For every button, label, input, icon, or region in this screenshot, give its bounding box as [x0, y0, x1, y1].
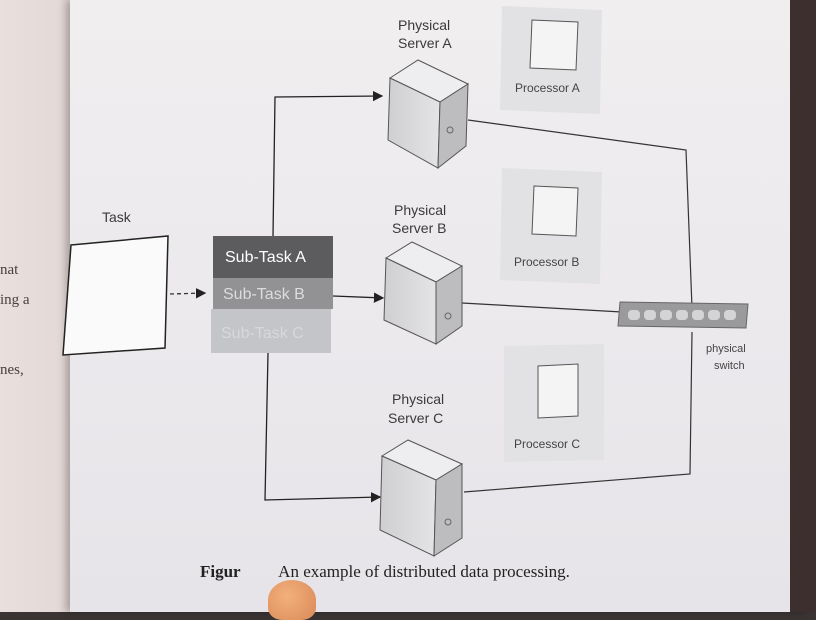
- subtask-stack: Sub-Task A Sub-Task B Sub-Task C: [211, 236, 333, 353]
- left-text-fragment: nat: [0, 262, 19, 278]
- arrow-to-server-a: [272, 90, 384, 237]
- figure-caption: Figur An example of distributed data pro…: [200, 562, 570, 582]
- server-c-label-line2: Server C: [388, 410, 443, 426]
- task-split-arrow: [169, 288, 207, 299]
- server-a-label-line2: Server A: [398, 35, 452, 51]
- left-text-fragment: nes,: [0, 362, 24, 378]
- task-label: Task: [102, 209, 132, 225]
- processor-a-label: Processor A: [515, 81, 580, 95]
- server-a-label-line1: Physical: [398, 17, 450, 33]
- caption-text: An example of distributed data processin…: [278, 562, 570, 581]
- subtask-a-block: [213, 236, 333, 278]
- subtask-b-block: [213, 278, 333, 309]
- processor-b-panel: Processor B: [500, 168, 602, 284]
- subtask-a-label: Sub-Task A: [225, 249, 306, 266]
- processor-a-panel: Processor A: [500, 6, 602, 114]
- arrow-to-server-b: [332, 292, 385, 303]
- arrow-to-server-c: [264, 352, 382, 503]
- processor-b-label: Processor B: [514, 255, 579, 269]
- network-line-c: [463, 331, 693, 493]
- server-a-icon: [387, 59, 470, 170]
- left-text-fragment: ing a: [0, 292, 30, 308]
- subtask-c-label: Sub-Task C: [221, 325, 304, 342]
- processor-c-panel: Processor C: [504, 344, 604, 462]
- switch-label-line2: switch: [714, 360, 745, 372]
- network-line-b: [461, 302, 623, 313]
- server-b-label-line2: Server B: [392, 220, 446, 236]
- network-line-a: [467, 119, 693, 309]
- finger-occlusion: [268, 580, 316, 620]
- task-box: [62, 235, 169, 356]
- subtask-b-label: Sub-Task B: [223, 286, 305, 303]
- server-c-label-line1: Physical: [392, 391, 444, 407]
- server-b-icon: [383, 241, 464, 345]
- switch-label-line1: physical: [706, 343, 746, 355]
- subtask-c-block: [211, 309, 331, 353]
- physical-switch-icon: [617, 301, 749, 329]
- server-b-label-line1: Physical: [394, 202, 446, 218]
- figure-number: Figur: [200, 562, 241, 581]
- page-edge: [790, 0, 816, 612]
- processor-c-label: Processor C: [514, 437, 580, 451]
- server-c-icon: [379, 439, 464, 557]
